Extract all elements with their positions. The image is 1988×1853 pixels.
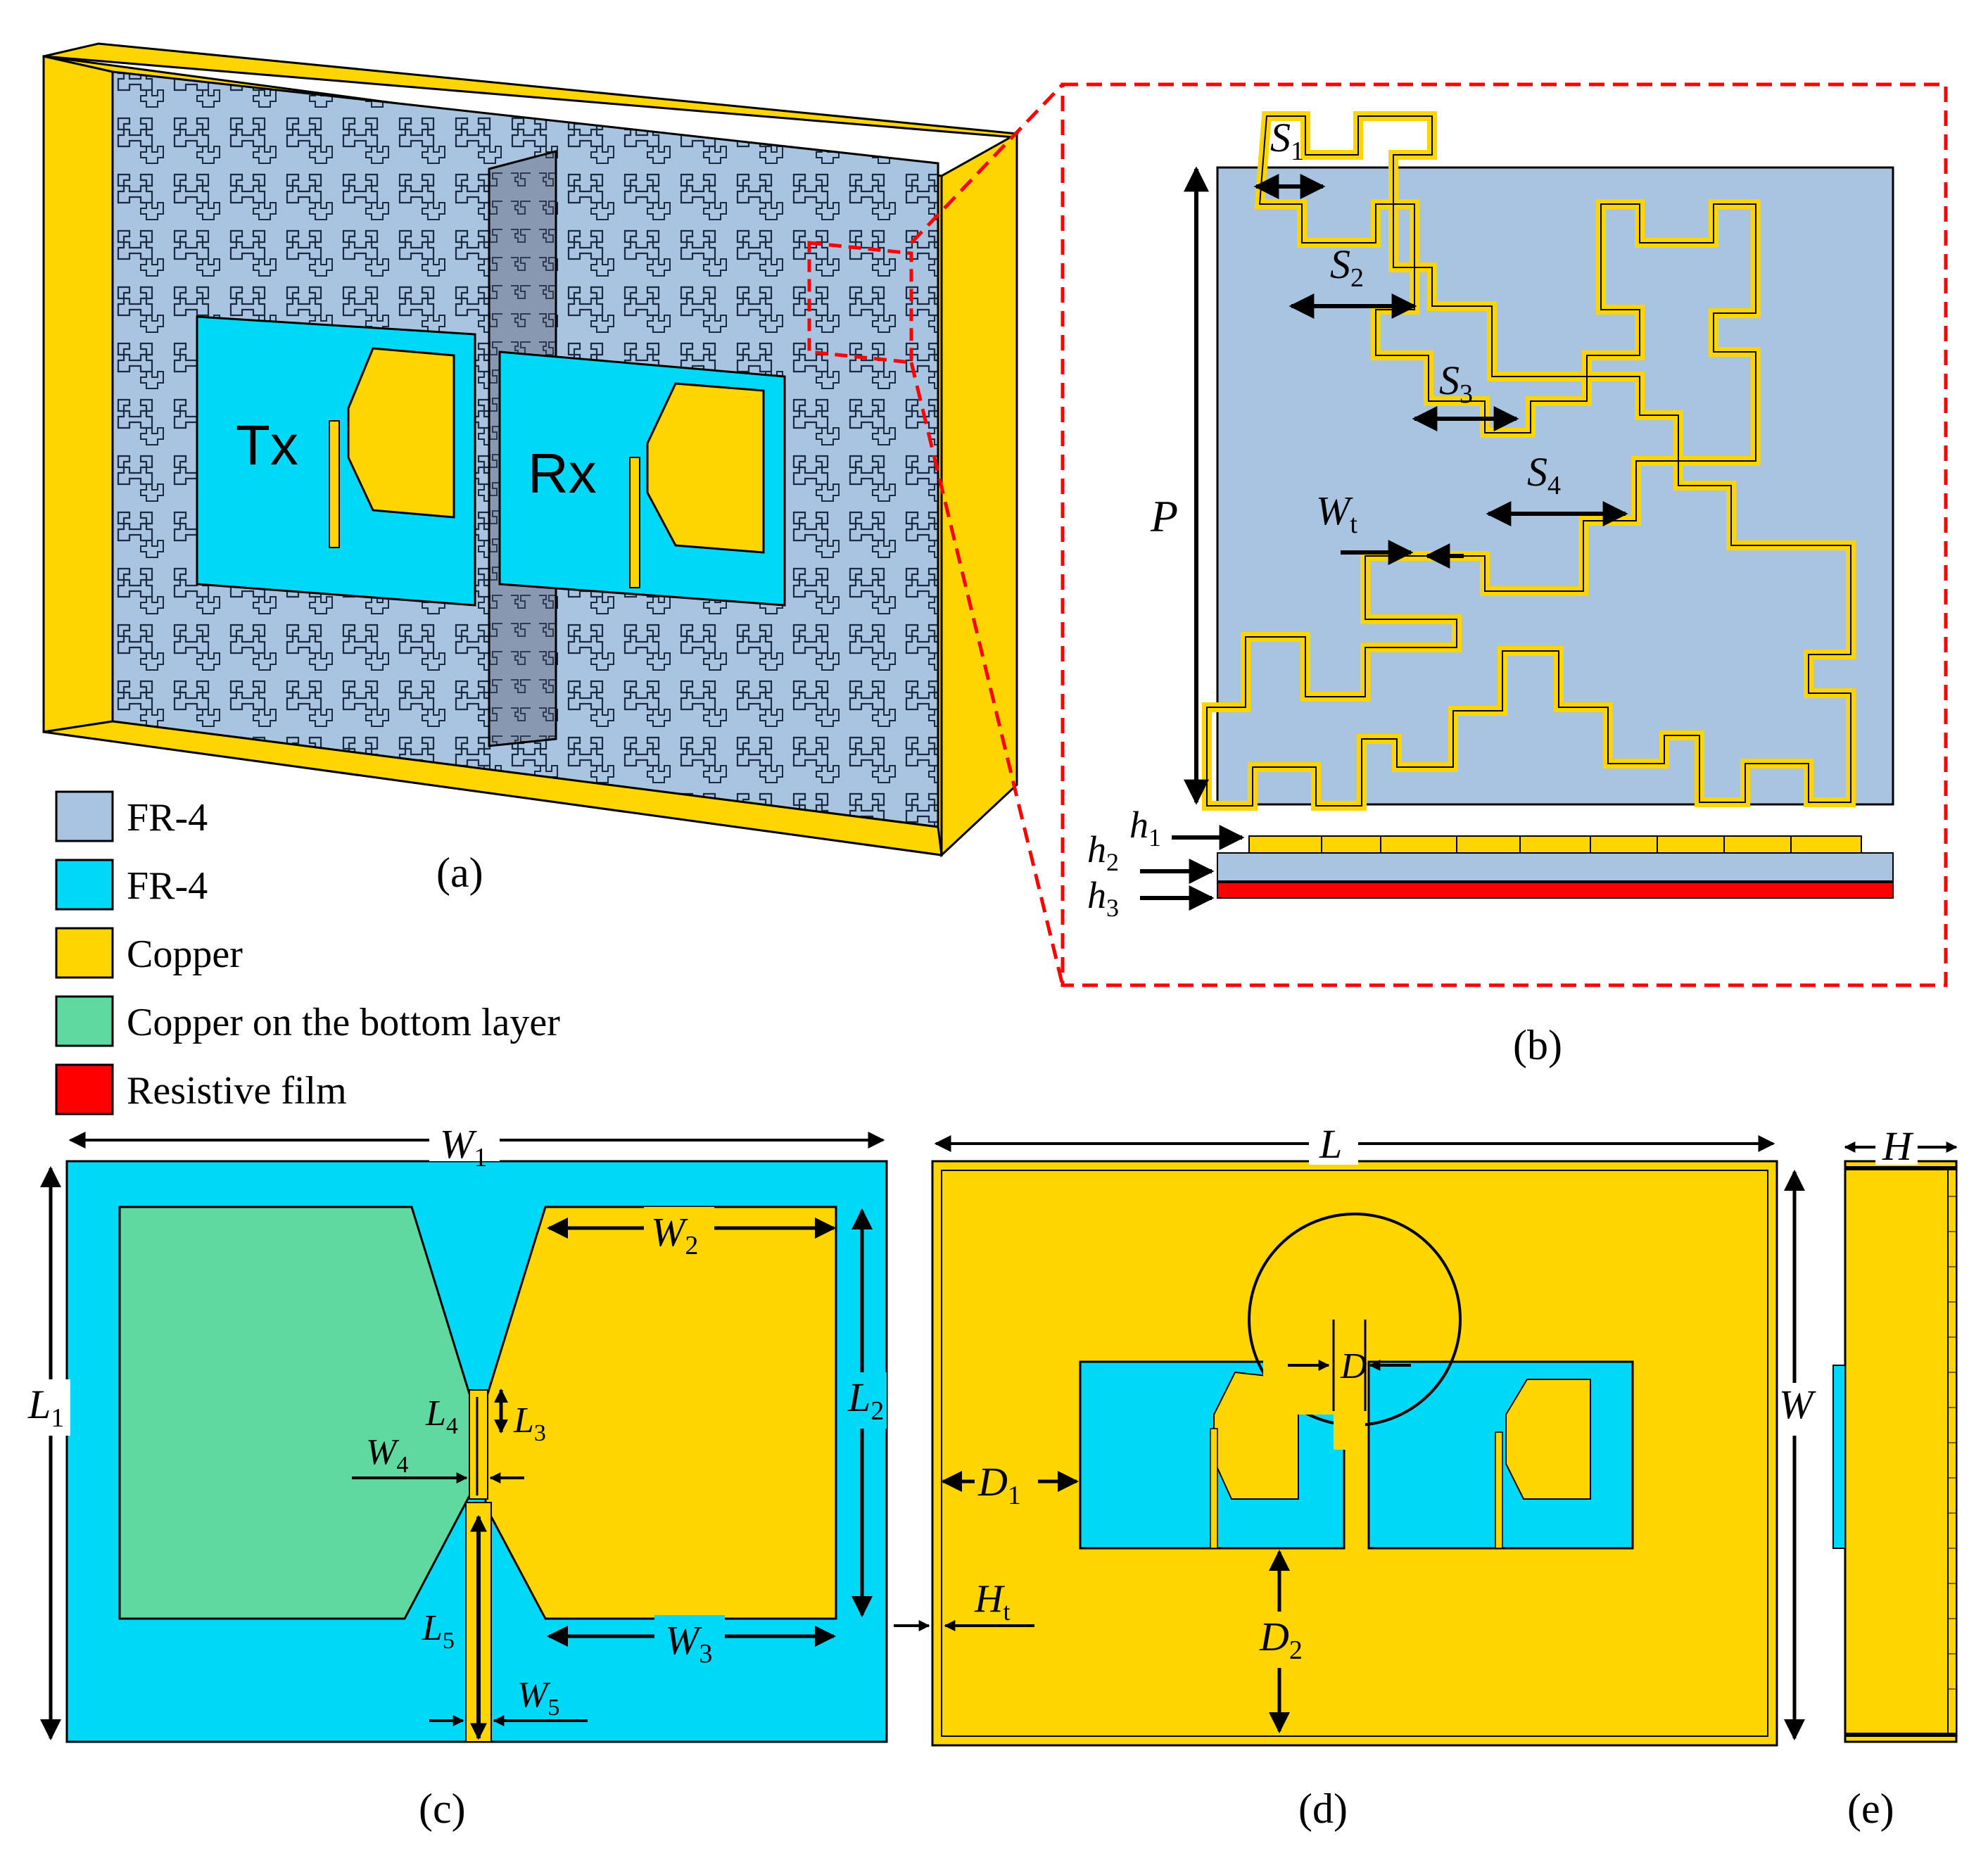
tx-label: Tx: [236, 414, 298, 476]
w2-label: W2: [651, 1209, 698, 1260]
h-label: H: [1882, 1123, 1914, 1169]
rx-label: Rx: [528, 442, 597, 505]
s4-label: S4: [1527, 449, 1561, 500]
ground-plane-frame: [931, 1160, 1778, 1747]
box-inner-left: [42, 55, 114, 733]
w3-label: W3: [665, 1617, 712, 1669]
ground-plane-inner: [941, 1170, 1768, 1737]
leader-line-bottom: [909, 362, 1065, 986]
d-label: D: [1340, 1346, 1367, 1386]
l1-label: L1: [27, 1381, 64, 1433]
rx-patch: [646, 382, 765, 554]
legend-label-resistive: Resistive film: [127, 1069, 347, 1113]
caption-c: (c): [419, 1785, 466, 1832]
l2-label: L2: [847, 1374, 884, 1426]
ht-label: Ht: [974, 1577, 1010, 1626]
fractal-ring-outline: [1206, 115, 1851, 807]
w-label: W: [1779, 1381, 1816, 1427]
w5-label: W5: [517, 1675, 559, 1721]
layer-stack: [1217, 835, 1894, 899]
side-view-body: [1844, 1160, 1958, 1743]
s3-label: S3: [1439, 358, 1473, 409]
panel-d: D L W D1 D2 Ht (d): [894, 1121, 1816, 1832]
h2-label: h2: [1087, 828, 1119, 876]
bottom-layer-patch: [118, 1206, 473, 1620]
caption-a: (a): [436, 849, 483, 896]
legend-label-copper: Copper: [127, 932, 243, 976]
legend-label-fr4-light: FR-4: [127, 864, 208, 908]
rx-feed: [629, 457, 640, 588]
p-label: P: [1150, 491, 1178, 541]
w1-label: W1: [440, 1121, 487, 1172]
d-rx-feed: [1495, 1431, 1503, 1549]
unit-cell-selection: [807, 241, 913, 365]
legend-swatch-copper-bottom: [55, 995, 114, 1047]
caption-b: (b): [1513, 1022, 1562, 1068]
d-rx-patch: [1505, 1379, 1591, 1500]
legend-label-copper-bottom: Copper on the bottom layer: [127, 1001, 560, 1044]
side-view-board: [1832, 1365, 1846, 1549]
top-layer-patch: [484, 1206, 837, 1620]
wt-label: Wt: [1316, 488, 1357, 539]
side-view-absorber: [1947, 1168, 1957, 1735]
l5-label: L5: [422, 1608, 455, 1654]
d-tx-feed: [1210, 1428, 1218, 1549]
w4-label: W4: [366, 1432, 408, 1478]
legend-swatch-resistive: [55, 1063, 114, 1115]
tx-feed: [329, 420, 340, 548]
panel-e: H (e): [1832, 1123, 1958, 1832]
s1-label: S1: [1270, 115, 1304, 166]
h3-label: h3: [1087, 874, 1119, 922]
l3-label: L3: [513, 1400, 546, 1446]
h1-label: h1: [1129, 804, 1161, 852]
legend-swatch-copper: [55, 927, 114, 979]
legend-swatch-fr4-light: [55, 859, 114, 911]
panel-b: S1 S2 S3 S4 Wt P: [1061, 82, 1948, 1068]
legend-label-fr4-dark: FR-4: [127, 796, 208, 840]
l4-label: L4: [425, 1393, 458, 1439]
caption-e: (e): [1847, 1785, 1894, 1832]
tx-patch: [347, 347, 455, 519]
legend-swatch-fr4-dark: [55, 790, 114, 842]
s2-label: S2: [1330, 241, 1364, 293]
d2-label: D2: [1259, 1614, 1303, 1665]
zoom-frame: [1061, 82, 1948, 987]
l-label: L: [1319, 1121, 1342, 1167]
legend: FR-4 FR-4 Copper Copper on the bottom la…: [55, 790, 560, 1115]
panel-c: W1 L1 W2 W3 L2 L3 L4 W4 L5 W5 (c): [27, 1119, 888, 1832]
leader-line-top: [910, 83, 1064, 244]
box-inner-bottom: [43, 720, 943, 856]
caption-d: (d): [1298, 1785, 1348, 1832]
d1-label: D1: [977, 1459, 1021, 1510]
panel-a: Tx Rx (a): [42, 42, 1020, 896]
feed-upper: [469, 1389, 488, 1500]
